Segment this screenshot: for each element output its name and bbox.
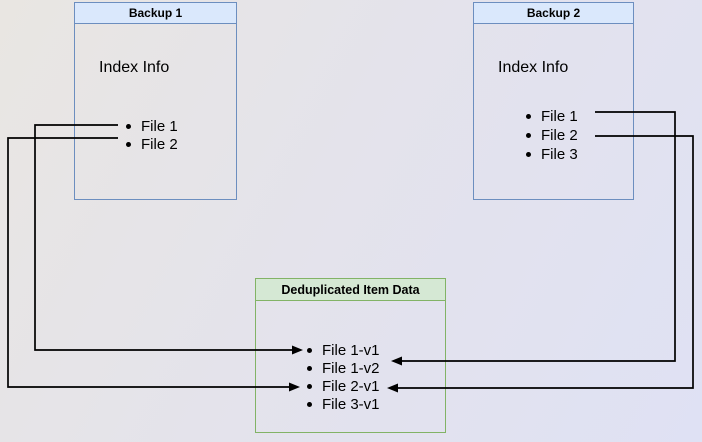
list-item-label: File 3 — [541, 146, 578, 163]
list-item: File 3-v1 — [307, 395, 445, 413]
backup2-title: Backup 2 — [474, 3, 633, 24]
deduplicated-item-data-box: Deduplicated Item Data File 1-v1 File 1-… — [255, 278, 446, 433]
backup1-subtitle: Index Info — [99, 59, 170, 76]
bullet-icon — [307, 383, 312, 389]
list-item-label: File 2 — [141, 135, 178, 153]
list-item: File 1-v2 — [307, 359, 445, 377]
bullet-icon — [307, 347, 312, 353]
backup2-subtitle: Index Info — [498, 59, 569, 76]
list-item-label: File 1-v2 — [322, 359, 380, 377]
list-item-label: File 3-v1 — [322, 395, 380, 413]
backup1-box: Backup 1 Index Info File 1 File 2 — [74, 2, 237, 200]
list-item-label: File 2 — [541, 127, 578, 144]
backup1-file-list: File 1 File 2 — [75, 117, 236, 153]
list-item: File 1 — [126, 117, 236, 135]
list-item: File 1 — [526, 107, 633, 126]
list-item: File 2 — [526, 126, 633, 145]
bullet-icon — [526, 114, 531, 119]
list-item: File 2 — [126, 135, 236, 153]
list-item-label: File 1-v1 — [322, 341, 380, 359]
dedup-file-list: File 1-v1 File 1-v2 File 2-v1 File 3-v1 — [256, 341, 445, 413]
bullet-icon — [526, 133, 531, 138]
list-item-label: File 1 — [541, 108, 578, 125]
bullet-icon — [126, 123, 131, 129]
list-item: File 1-v1 — [307, 341, 445, 359]
list-item-label: File 2-v1 — [322, 377, 380, 395]
backup2-file-list: File 1 File 2 File 3 — [474, 107, 633, 164]
bullet-icon — [307, 401, 312, 407]
list-item: File 2-v1 — [307, 377, 445, 395]
list-item-label: File 1 — [141, 117, 178, 135]
dedup-title: Deduplicated Item Data — [256, 279, 445, 301]
bullet-icon — [307, 365, 312, 371]
backup1-title: Backup 1 — [75, 3, 236, 24]
list-item: File 3 — [526, 145, 633, 164]
bullet-icon — [126, 141, 131, 147]
backup2-box: Backup 2 Index Info File 1 File 2 File 3 — [473, 2, 634, 200]
bullet-icon — [526, 152, 531, 157]
